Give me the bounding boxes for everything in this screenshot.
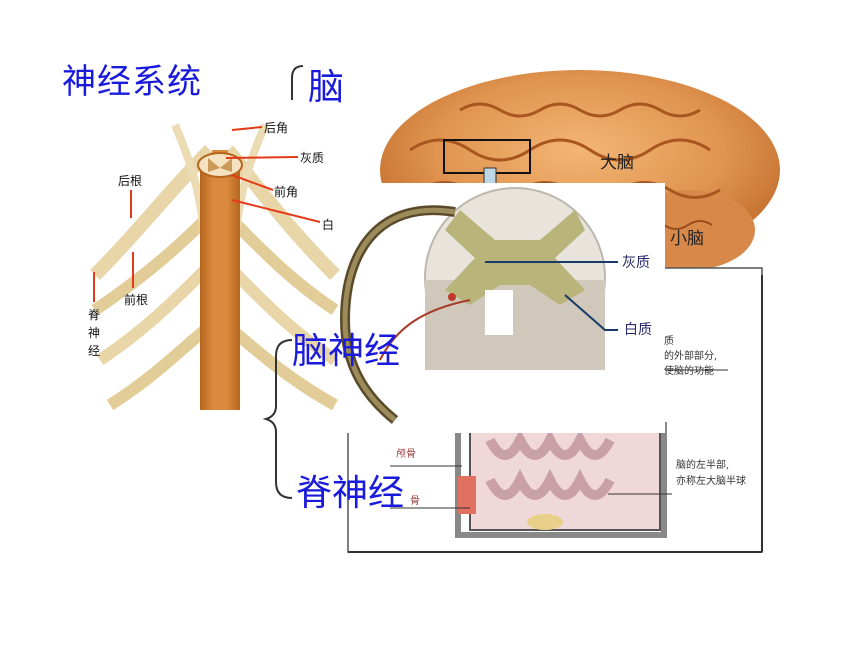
white-matter-label: 白 xyxy=(322,218,335,232)
anterior-root-label: 前根 xyxy=(124,293,149,307)
spinal-nerve-heading: 脊神经 xyxy=(296,473,405,514)
cerebrum-label: 大脑 xyxy=(600,153,634,173)
brain-nerve-heading: 脑神经 xyxy=(292,331,401,372)
gray-matter-label: 灰质 xyxy=(300,151,325,165)
spinal-nerve-label: 脊神经 xyxy=(88,308,101,358)
anterior-horn-label: 前角 xyxy=(274,185,299,199)
bone-label: 骨 xyxy=(410,496,420,507)
spinal-cord-illustration xyxy=(90,123,340,411)
page-title: 神经系统 xyxy=(62,62,202,102)
textbook-text-3: 使脑的功能 xyxy=(664,366,714,377)
textbook-text-1: 质 xyxy=(664,336,674,347)
nerves-bracket xyxy=(262,339,293,499)
spinal-cross-section xyxy=(338,183,665,433)
skull-label: 颅骨 xyxy=(396,449,416,460)
cs-gray-matter-label: 灰质 xyxy=(622,255,650,271)
brain-heading: 脑 xyxy=(308,67,345,108)
cs-white-matter-label: 白质 xyxy=(624,322,652,338)
cerebellum-label: 小脑 xyxy=(670,229,704,249)
posterior-horn-label: 后角 xyxy=(264,121,289,135)
brain-bracket xyxy=(291,65,304,100)
textbook-text-2: 的外部部分, xyxy=(664,351,718,362)
hemisphere-text-2: 亦称左大脑半球 xyxy=(676,476,746,487)
hemisphere-text-1: 脑的左半部, xyxy=(676,460,730,471)
posterior-root-label: 后根 xyxy=(118,174,143,188)
